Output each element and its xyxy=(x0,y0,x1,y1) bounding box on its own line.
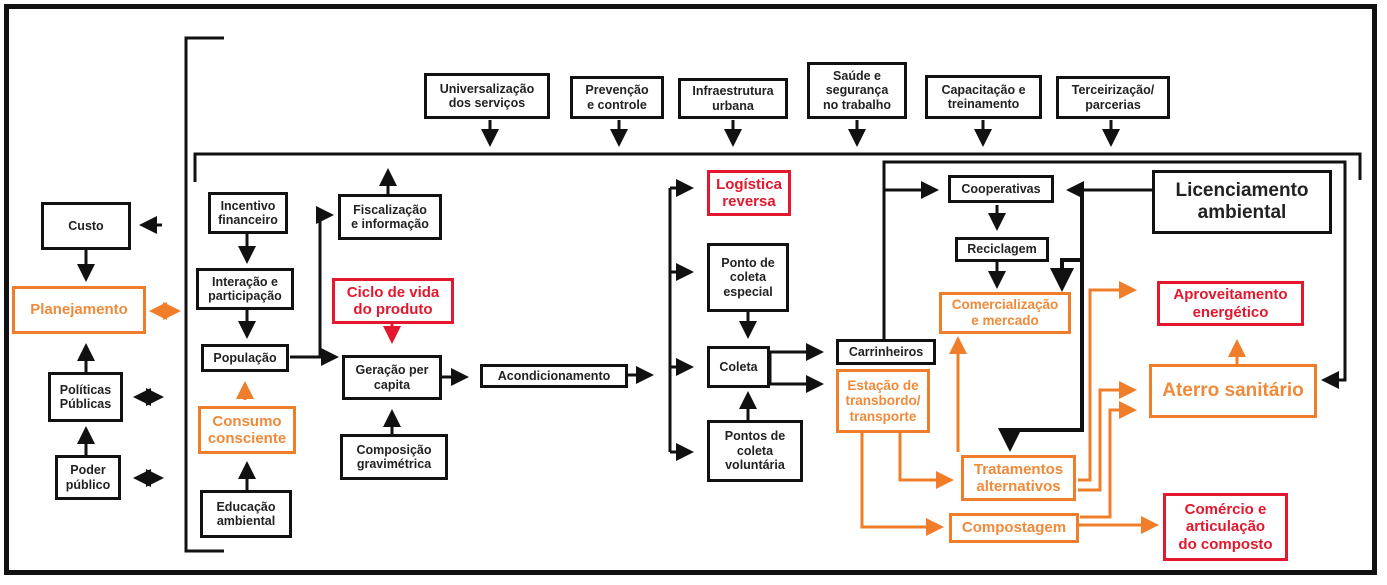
node-populacao: População xyxy=(201,344,289,372)
node-interacao-participacao: Interação e participação xyxy=(196,268,294,310)
node-educacao-ambiental: Educação ambiental xyxy=(200,490,292,538)
node-terceirizacao: Terceirização/ parcerias xyxy=(1056,76,1170,119)
node-prevencao: Prevenção e controle xyxy=(570,76,664,119)
node-comercio-composto: Comércio e articulação do composto xyxy=(1163,493,1288,561)
node-licenciamento-ambiental: Licenciamento ambiental xyxy=(1152,170,1332,234)
node-incentivo-financeiro: Incentivo financeiro xyxy=(208,192,288,234)
node-custo: Custo xyxy=(41,202,131,250)
node-coleta: Coleta xyxy=(707,346,770,388)
node-saude-seguranca: Saúde e segurança no trabalho xyxy=(807,62,907,119)
node-cooperativas: Cooperativas xyxy=(948,175,1054,203)
node-poder-publico: Poder público xyxy=(55,455,121,500)
node-acondicionamento: Acondicionamento xyxy=(480,364,628,388)
node-aterro-sanitario: Aterro sanitário xyxy=(1149,364,1317,418)
top-bus xyxy=(193,152,1362,182)
node-reciclagem: Reciclagem xyxy=(955,237,1049,262)
node-infraestrutura: Infraestrutura urbana xyxy=(678,78,788,119)
node-logistica-reversa: Logística reversa xyxy=(707,170,791,216)
node-fiscalizacao: Fiscalização e informação xyxy=(338,194,442,240)
node-planejamento: Planejamento xyxy=(12,286,146,334)
node-compostagem: Compostagem xyxy=(949,513,1079,543)
node-politicas-publicas: Políticas Públicas xyxy=(48,372,123,422)
node-carrinheiros: Carrinheiros xyxy=(836,339,936,365)
node-geracao-per-capita: Geração per capita xyxy=(342,355,442,400)
node-tratamentos-alternativos: Tratamentos alternativos xyxy=(961,455,1076,501)
node-estacao-transbordo: Estação de transbordo/ transporte xyxy=(836,369,930,433)
left-bracket xyxy=(184,36,224,553)
node-comercializacao: Comercialização e mercado xyxy=(939,292,1071,334)
node-consumo-consciente: Consumo consciente xyxy=(198,406,296,454)
node-pontos-coleta-voluntaria: Pontos de coleta voluntária xyxy=(707,420,803,482)
node-capacitacao: Capacitação e treinamento xyxy=(925,75,1042,119)
node-ciclo-de-vida: Ciclo de vida do produto xyxy=(332,278,454,324)
node-aproveitamento-energetico: Aproveitamento energético xyxy=(1157,281,1304,326)
node-universalizacao: Universalização dos serviços xyxy=(424,73,550,119)
node-composicao-gravimetrica: Composição gravimétrica xyxy=(340,434,448,480)
inner-bus xyxy=(882,160,1347,389)
diagram-frame xyxy=(4,4,1377,575)
node-ponto-coleta-especial: Ponto de coleta especial xyxy=(707,243,789,312)
